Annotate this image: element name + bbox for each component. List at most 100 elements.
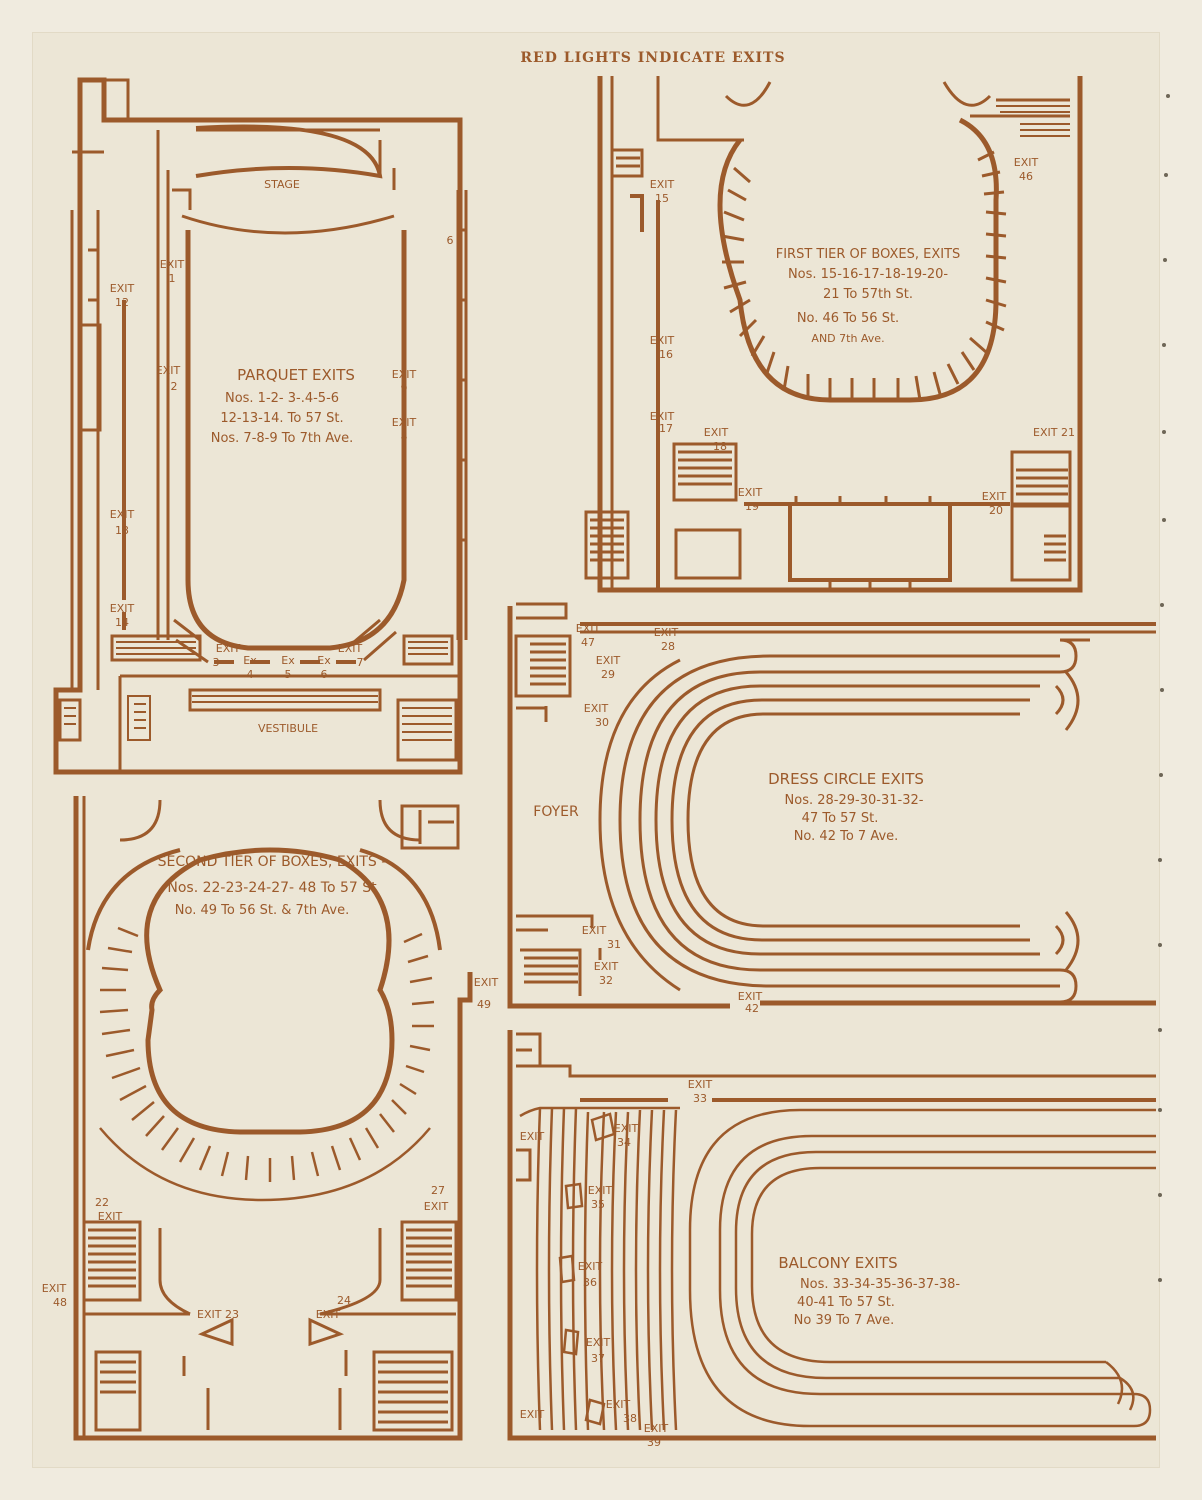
exit-number: 42 bbox=[745, 1002, 759, 1015]
exit-number: 6 bbox=[321, 668, 328, 681]
exit-label: EXIT bbox=[520, 1408, 545, 1421]
exit-number: 29 bbox=[601, 668, 615, 681]
foyer-label: FOYER bbox=[533, 804, 579, 820]
exit-label: EXIT bbox=[576, 622, 601, 635]
exit-number: 24 bbox=[337, 1294, 351, 1307]
parquet-plan: STAGE VESTIBULE 6 PARQUET EXITS Nos. 1-2… bbox=[53, 77, 468, 775]
exit-label: EXIT bbox=[424, 1200, 449, 1213]
page-edge-perforation bbox=[1158, 94, 1170, 1282]
exit-label: EXIT bbox=[316, 1308, 341, 1321]
second-tier-plan: SECOND TIER OF BOXES, EXITS - Nos. 22-23… bbox=[42, 796, 499, 1441]
exit-number: 20 bbox=[989, 504, 1003, 517]
exit-number: 7 bbox=[357, 656, 364, 669]
exit-number: 13 bbox=[115, 524, 129, 537]
balcony-plan: BALCONY EXITS Nos. 33-34-35-36-37-38- 40… bbox=[507, 1030, 1156, 1449]
balcony-line-3: 40-41 To 57 St. bbox=[797, 1295, 895, 1310]
exit-label: EXIT bbox=[606, 1398, 631, 1411]
first-tier-line-5: AND 7th Ave. bbox=[811, 332, 884, 345]
exit-label: EXIT bbox=[338, 642, 363, 655]
exit-number: 35 bbox=[591, 1198, 605, 1211]
exit-number: 1 bbox=[169, 272, 176, 285]
exit-number: 17 bbox=[659, 422, 673, 435]
exit-number: 49 bbox=[477, 998, 491, 1011]
exit-number: 38 bbox=[623, 1412, 637, 1425]
vestibule-label: VESTIBULE bbox=[258, 722, 318, 735]
exit-number: 34 bbox=[617, 1136, 631, 1149]
exit-number: 39 bbox=[647, 1436, 661, 1449]
exit-label: Ex bbox=[243, 654, 257, 667]
exit-label: EXIT bbox=[688, 1078, 713, 1091]
exit-label: EXIT bbox=[614, 1122, 639, 1135]
exit-label: EXIT bbox=[216, 642, 241, 655]
balcony-exit-labels: EXIT 33 EXIT 34 EXIT 35 EXIT 36 EXIT 37 … bbox=[520, 1078, 713, 1449]
exit-label: EXIT bbox=[392, 416, 417, 429]
exit-number: 12 bbox=[115, 296, 129, 309]
first-tier-line-2: Nos. 15-16-17-18-19-20- bbox=[788, 267, 948, 282]
program-page bbox=[32, 32, 1160, 1468]
second-tier-line-1: SECOND TIER OF BOXES, EXITS - bbox=[158, 854, 387, 870]
parquet-heading: PARQUET EXITS bbox=[237, 366, 355, 384]
second-tier-line-3: No. 49 To 56 St. & 7th Ave. bbox=[175, 903, 349, 918]
balcony-line-2: Nos. 33-34-35-36-37-38- bbox=[800, 1277, 960, 1292]
balcony-boxes bbox=[558, 1112, 616, 1426]
balcony-line-4: No 39 To 7 Ave. bbox=[794, 1313, 895, 1328]
exit-number: 31 bbox=[607, 938, 621, 951]
exit-label: EXIT bbox=[110, 508, 135, 521]
exit-label: EXIT bbox=[584, 702, 609, 715]
exit-number: 46 bbox=[1019, 170, 1033, 183]
dress-circle-rows bbox=[598, 638, 1090, 1004]
exit-number: 33 bbox=[693, 1092, 707, 1105]
exit-label: EXIT bbox=[160, 258, 185, 271]
stage-label: STAGE bbox=[264, 178, 300, 191]
exit-number: 30 bbox=[595, 716, 609, 729]
exit-number: 14 bbox=[115, 616, 129, 629]
exit-label: EXIT bbox=[520, 1130, 545, 1143]
exit-number: 16 bbox=[659, 348, 673, 361]
exit-label: EXIT bbox=[582, 924, 607, 937]
dress-circle-line-4: No. 42 To 7 Ave. bbox=[794, 829, 899, 844]
exit-label: EXIT bbox=[588, 1184, 613, 1197]
exit-number: 28 bbox=[661, 640, 675, 653]
exit-number: 48 bbox=[53, 1296, 67, 1309]
first-tier-box-partitions bbox=[721, 150, 1007, 402]
exit-number: 2 bbox=[171, 380, 178, 393]
exit-label: EXIT bbox=[578, 1260, 603, 1273]
second-tier-exit-labels: EXIT 49 22 EXIT 27 EXIT EXIT 48 EXIT 23 … bbox=[42, 976, 499, 1321]
first-tier-plan: FIRST TIER OF BOXES, EXITS Nos. 15-16-17… bbox=[584, 76, 1083, 593]
exit-label: EXIT bbox=[650, 334, 675, 347]
exit-number: 36 bbox=[583, 1276, 597, 1289]
first-tier-line-3: 21 To 57th St. bbox=[823, 287, 913, 302]
dress-circle-line-2: Nos. 28-29-30-31-32- bbox=[785, 793, 924, 808]
second-tier-line-2: Nos. 22-23-24-27- 48 To 57 St bbox=[167, 880, 377, 896]
exit-number: 19 bbox=[745, 500, 759, 513]
parquet-line-2: 12-13-14. To 57 St. bbox=[220, 411, 343, 426]
balcony-rows bbox=[519, 1106, 1156, 1431]
page-title: RED LIGHTS INDICATE EXITS bbox=[520, 50, 785, 66]
exit-number: 37 bbox=[591, 1352, 605, 1365]
dress-circle-plan: FOYER DRESS CIRCLE EXITS Nos. 28-29-30-3… bbox=[507, 602, 1156, 1015]
exit-number: 8 bbox=[401, 430, 408, 443]
exit-number: 3 bbox=[213, 656, 220, 669]
exit-label: EXIT bbox=[594, 960, 619, 973]
exit-label: EXIT 21 bbox=[1033, 426, 1075, 439]
dress-circle-line-1: DRESS CIRCLE EXITS bbox=[768, 770, 924, 788]
exit-label: EXIT bbox=[392, 368, 417, 381]
exit-number: 4 bbox=[247, 668, 254, 681]
exit-label: EXIT bbox=[1014, 156, 1039, 169]
exit-label: EXIT bbox=[110, 602, 135, 615]
first-tier-line-1: FIRST TIER OF BOXES, EXITS bbox=[776, 247, 961, 262]
exit-label: EXIT bbox=[596, 654, 621, 667]
exit-label: EXIT bbox=[644, 1422, 669, 1435]
exit-number: 47 bbox=[581, 636, 595, 649]
exit-label: EXIT bbox=[586, 1336, 611, 1349]
dress-circle-exit-labels: EXIT 47 EXIT 28 EXIT 29 EXIT 30 EXIT 31 … bbox=[576, 622, 763, 1015]
exit-label: EXIT bbox=[474, 976, 499, 989]
first-tier-exit-labels: EXIT 15 EXIT 16 EXIT 17 EXIT 18 EXIT 19 … bbox=[650, 156, 1075, 517]
exit-label: EXIT bbox=[738, 486, 763, 499]
exit-label: EXIT 23 bbox=[197, 1308, 239, 1321]
exit-number: 18 bbox=[713, 440, 727, 453]
exit-label: EXIT bbox=[42, 1282, 67, 1295]
exit-number: 15 bbox=[655, 192, 669, 205]
exit-label: EXIT bbox=[982, 490, 1007, 503]
